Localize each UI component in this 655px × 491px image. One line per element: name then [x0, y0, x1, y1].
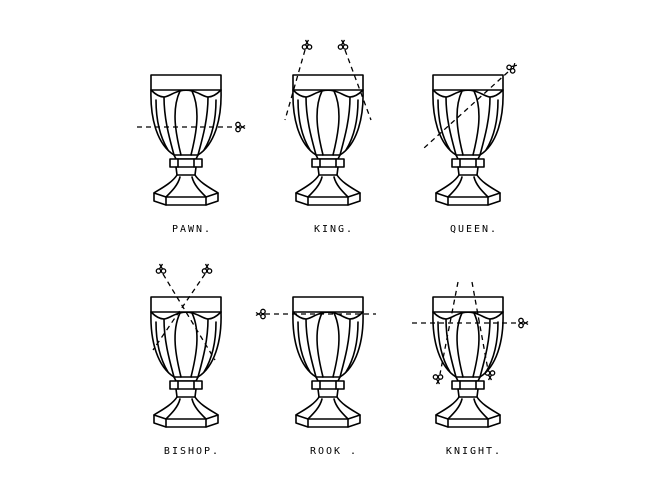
- dashed-cut-line: [284, 49, 306, 121]
- scissors-icon: [337, 39, 349, 50]
- scissors-icon: [301, 39, 313, 50]
- figure-queen: [423, 60, 520, 206]
- goblet-icon: [150, 296, 222, 428]
- goblet-icon: [292, 74, 364, 206]
- goblet-icon: [292, 296, 364, 428]
- label-knight: KNIGHT.: [446, 446, 502, 457]
- figure-king: [284, 39, 372, 206]
- scissors-icon: [235, 121, 246, 133]
- dashed-cut-line: [423, 71, 509, 149]
- figure-knight: [412, 281, 529, 428]
- scissors-icon: [432, 374, 444, 385]
- label-king: KING.: [314, 224, 354, 235]
- label-rook: ROOK .: [310, 446, 358, 457]
- label-queen: QUEEN.: [450, 224, 498, 235]
- dashed-cut-line: [344, 49, 372, 121]
- dashed-cut-line: [152, 273, 206, 351]
- goblet-icon: [432, 74, 504, 206]
- dashed-cut-line: [471, 281, 489, 371]
- dashed-cut-line: [439, 281, 459, 375]
- scissors-icon: [518, 317, 529, 329]
- scissors-icon: [255, 308, 266, 320]
- dashed-cut-line: [162, 273, 216, 361]
- figure-pawn: [137, 74, 246, 206]
- figure-bishop: [150, 263, 222, 428]
- goblet-icon: [432, 296, 504, 428]
- scissors-icon: [201, 263, 213, 274]
- goblet-icon: [150, 74, 222, 206]
- label-pawn: PAWN.: [172, 224, 212, 235]
- label-bishop: BISHOP.: [164, 446, 220, 457]
- scissors-icon: [155, 263, 167, 274]
- figure-rook: [255, 296, 376, 428]
